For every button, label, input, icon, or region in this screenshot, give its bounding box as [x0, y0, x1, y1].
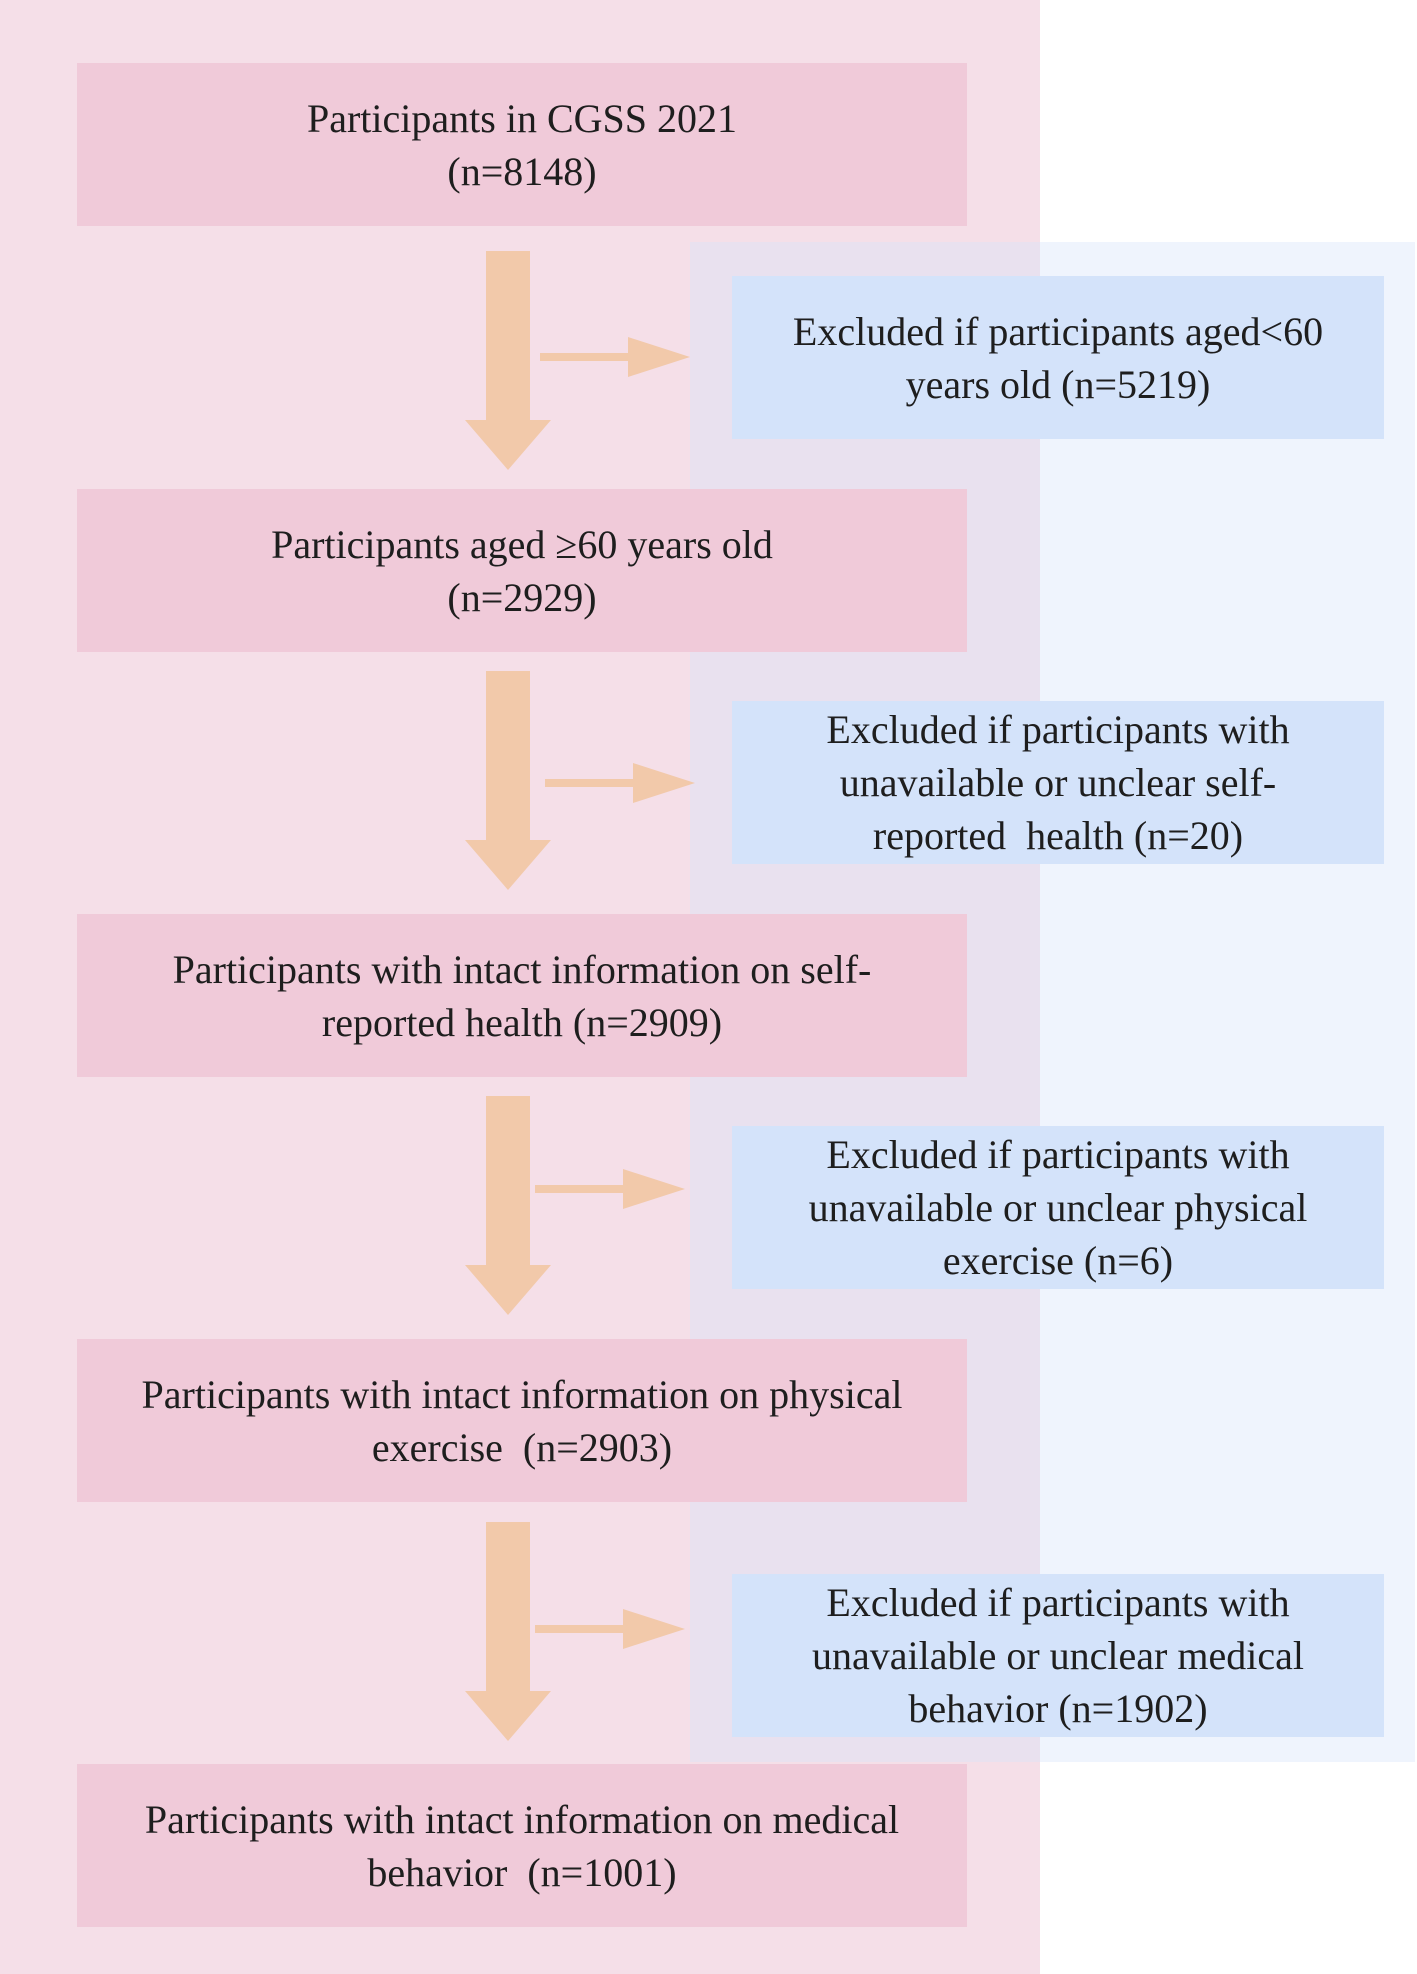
main-box-3-line-1: Participants with intact information on …: [172, 946, 872, 992]
main-box-5-line-1: Participants with intact information on …: [144, 1796, 900, 1842]
side-arrow-3: [535, 1169, 685, 1209]
side-arrow-4: [535, 1609, 685, 1649]
main-box-3: Participants with intact information on …: [77, 914, 967, 1077]
main-box-4-line-1: Participants with intact information on …: [141, 1371, 903, 1417]
main-box-4: Participants with intact information on …: [77, 1339, 967, 1502]
excluded-box-2-line-2: unavailable or unclear self-: [839, 760, 1277, 805]
excluded-box-1-line-2: years old (n=5219): [905, 361, 1211, 407]
main-box-2-line-1: Participants aged ≥60 years old: [271, 521, 773, 567]
down-arrow-1: [465, 251, 551, 470]
down-arrow-3: [465, 1096, 551, 1315]
main-box-5: Participants with intact information on …: [77, 1764, 967, 1927]
excluded-box-2-line-3: reported health (n=20): [872, 813, 1244, 858]
main-box-2-line-2: (n=2929): [447, 574, 597, 620]
excluded-box-3-line-3: exercise (n=6): [942, 1238, 1174, 1283]
down-arrow-2: [465, 671, 551, 890]
main-box-5-line-2: behavior (n=1001): [367, 1849, 677, 1895]
excluded-box-3-line-2: unavailable or unclear physical: [808, 1185, 1308, 1230]
excluded-box-4-line-1: Excluded if participants with: [826, 1580, 1290, 1625]
main-box-1-line-1: Participants in CGSS 2021: [306, 95, 738, 141]
excluded-box-2: Excluded if participants with unavailabl…: [732, 701, 1384, 864]
down-arrow-4: [465, 1522, 551, 1741]
excluded-box-4-line-2: unavailable or unclear medical: [812, 1633, 1304, 1678]
excluded-box-1: Excluded if participants aged<60 years o…: [732, 276, 1384, 439]
excluded-box-4: Excluded if participants with unavailabl…: [732, 1574, 1384, 1737]
main-box-2: Participants aged ≥60 years old (n=2929): [77, 489, 967, 652]
main-box-3-line-2: reported health (n=2909): [321, 999, 723, 1045]
main-box-4-line-2: exercise (n=2903): [371, 1424, 673, 1470]
excluded-box-1-line-1: Excluded if participants aged<60: [792, 308, 1324, 354]
main-box-1: Participants in CGSS 2021 (n=8148): [77, 63, 967, 226]
excluded-box-3-line-1: Excluded if participants with: [826, 1132, 1290, 1177]
side-arrow-2: [545, 763, 695, 803]
excluded-box-3: Excluded if participants with unavailabl…: [732, 1126, 1384, 1289]
side-arrow-1: [540, 337, 690, 377]
excluded-box-4-line-3: behavior (n=1902): [908, 1686, 1208, 1731]
main-box-1-line-2: (n=8148): [447, 148, 597, 194]
excluded-box-2-line-1: Excluded if participants with: [826, 707, 1290, 752]
